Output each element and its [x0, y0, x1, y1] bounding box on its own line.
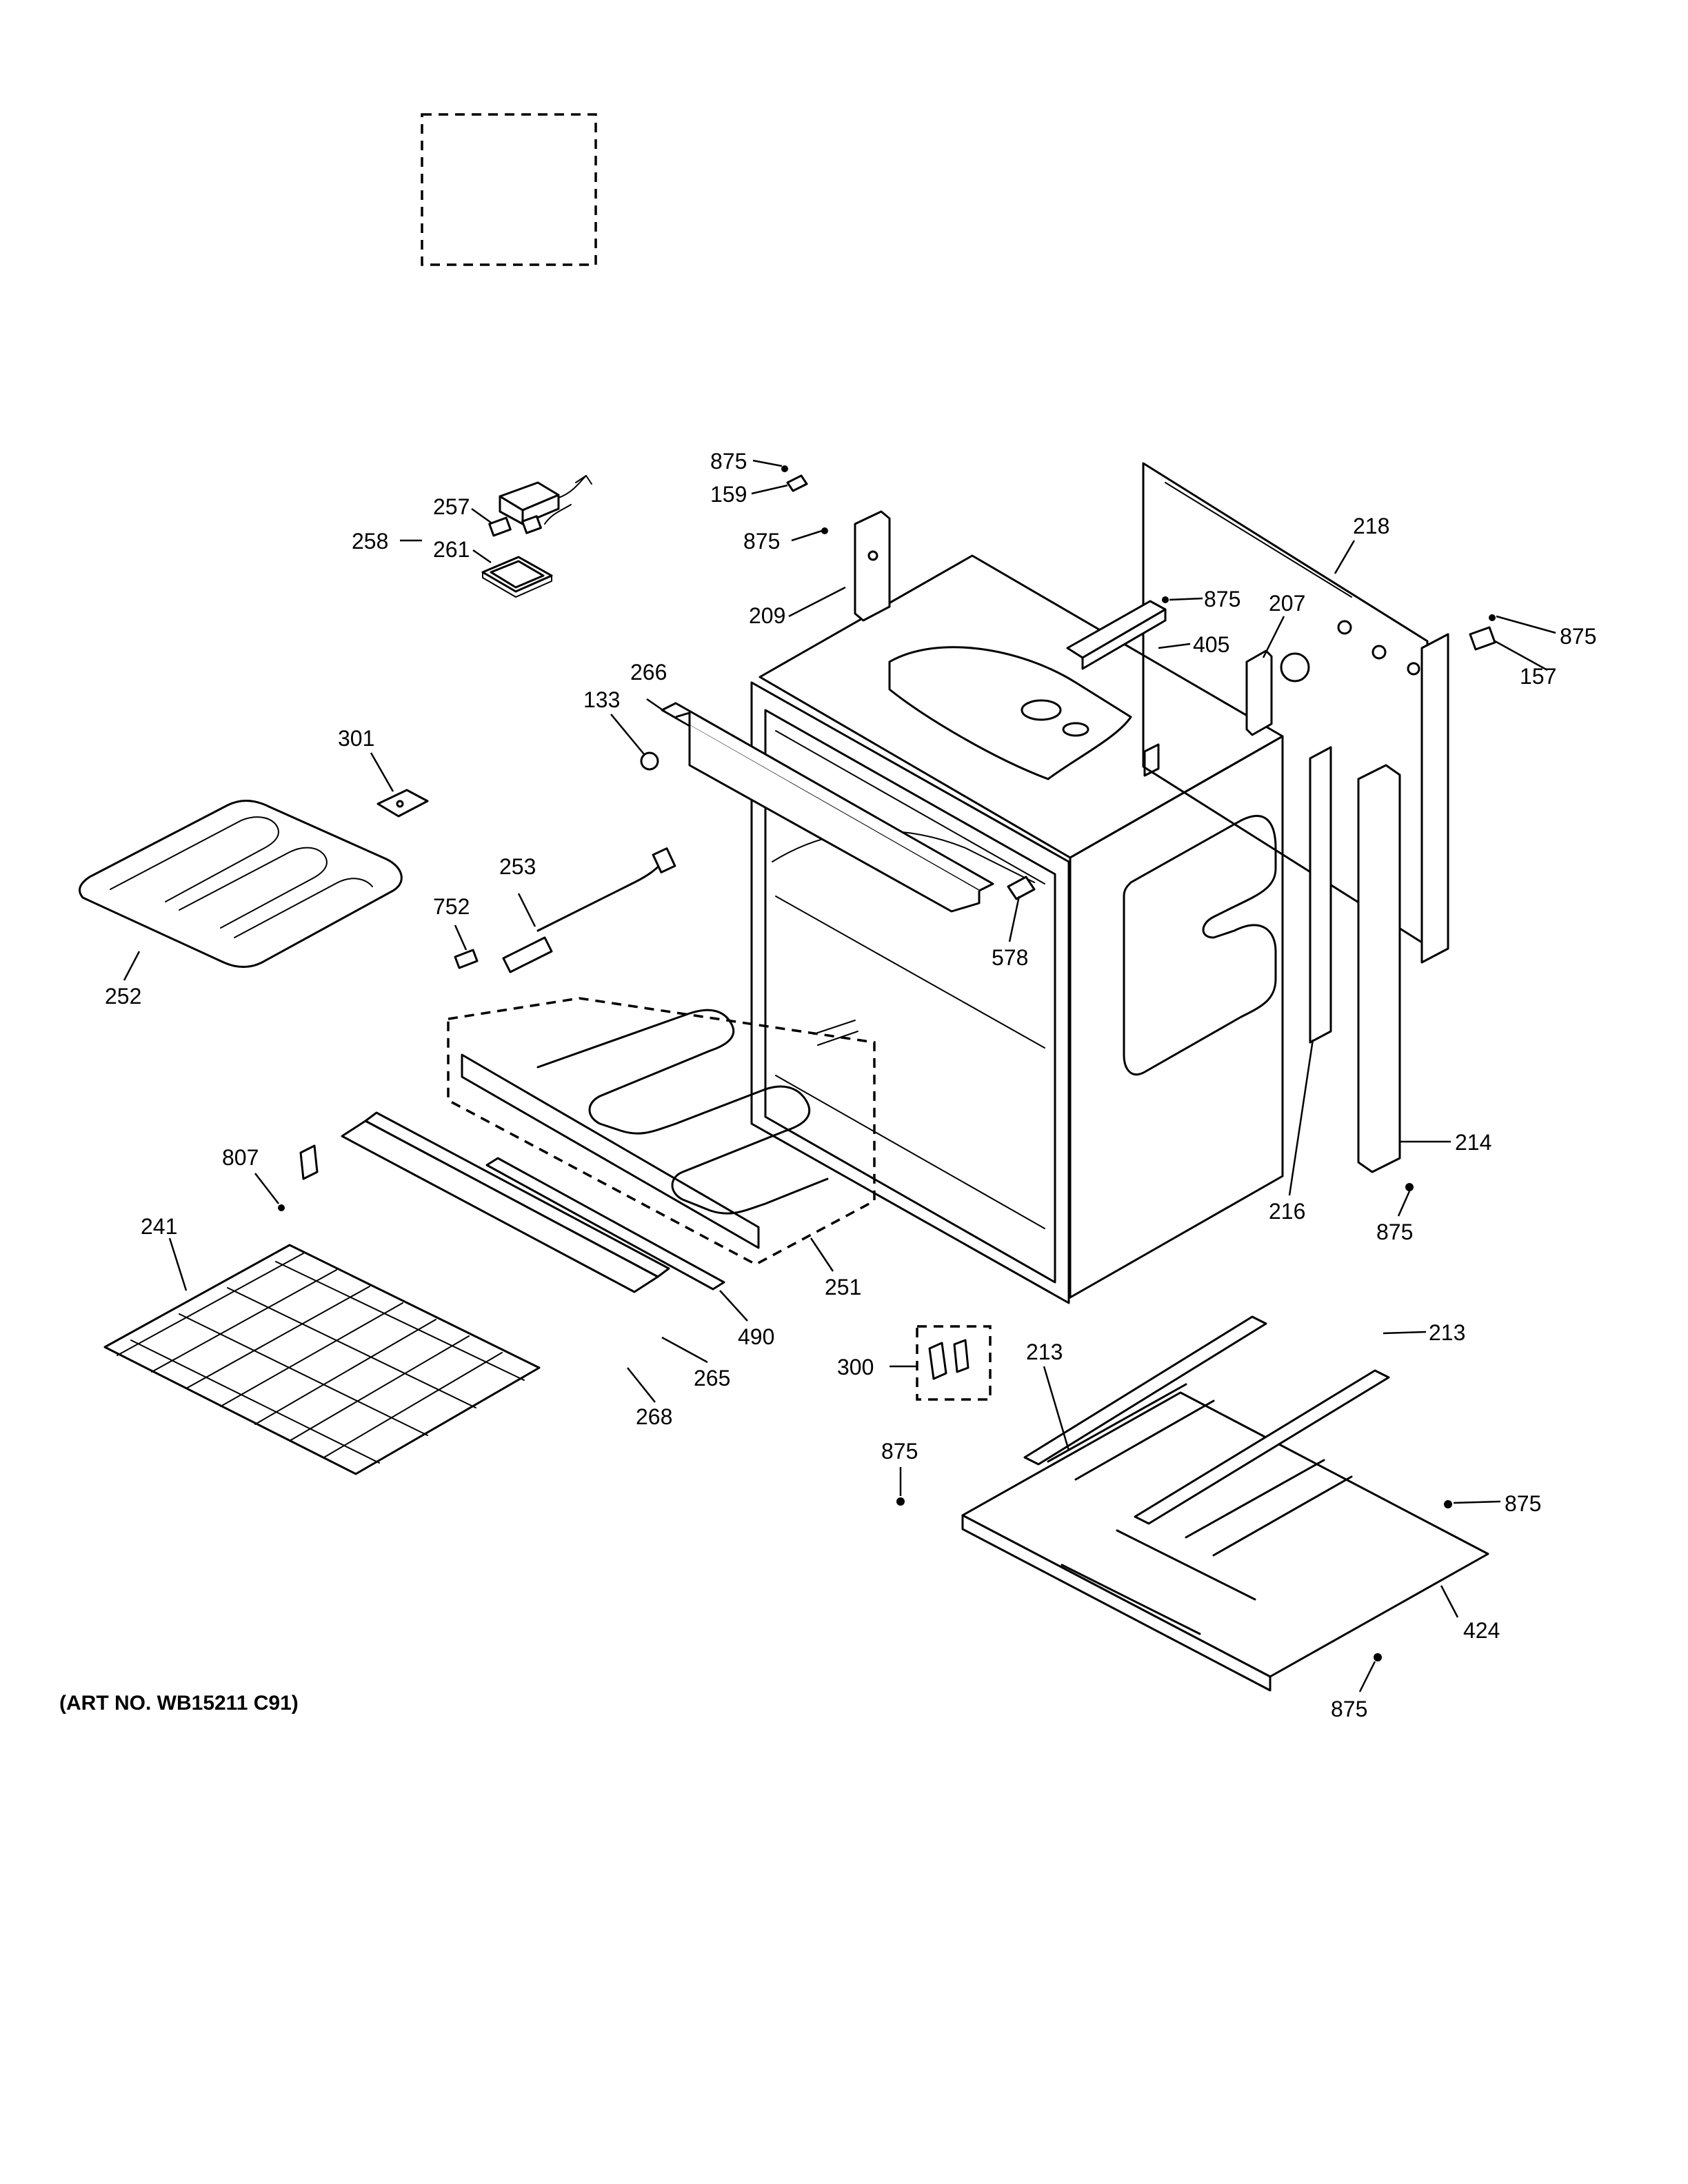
callout-257: 257	[433, 494, 470, 519]
part-213-rail-a	[1023, 1315, 1267, 1466]
part-209-bracket	[854, 510, 891, 622]
callout-159: 159	[710, 482, 747, 507]
part-216-rail	[1309, 746, 1332, 1044]
callout-875-157: 875	[1560, 624, 1596, 649]
callout-490: 490	[738, 1324, 774, 1349]
kit-300-dashed-box	[916, 1325, 992, 1401]
part-218-strip	[1420, 633, 1449, 964]
kit-251-dashed-box	[447, 997, 876, 1266]
part-300-bracket	[928, 1342, 947, 1380]
part-752-screw	[454, 949, 479, 969]
part-266-trim	[661, 702, 994, 892]
cavity-side	[1069, 735, 1284, 1299]
art-number: (ART NO. WB15211 C91)	[59, 1692, 299, 1715]
part-253-probe	[536, 862, 663, 932]
leader-lines	[123, 459, 1556, 1692]
callout-216: 216	[1269, 1199, 1305, 1224]
callout-424: 424	[1463, 1618, 1500, 1643]
callout-209: 209	[749, 603, 785, 628]
callout-578: 578	[992, 945, 1028, 970]
probe-group	[454, 847, 676, 973]
callout-133: 133	[583, 687, 620, 712]
callout-266: 266	[630, 660, 667, 685]
part-157-thermostat	[1469, 626, 1496, 651]
part-159-clip	[786, 474, 808, 492]
callout-301: 301	[338, 726, 374, 751]
callout-300: 300	[837, 1355, 874, 1379]
part-251-bake-element	[536, 1009, 829, 1215]
callout-875-bottom: 875	[1331, 1697, 1367, 1721]
cavity-front-frame	[750, 681, 1070, 1304]
bake-element-kit-251	[447, 997, 876, 1266]
callout-265: 265	[694, 1366, 730, 1391]
callout-251: 251	[825, 1275, 861, 1300]
callout-157: 157	[1520, 664, 1556, 689]
callout-268: 268	[636, 1404, 672, 1429]
callout-807: 807	[222, 1145, 259, 1170]
part-261-plate	[481, 556, 553, 598]
callout-218: 218	[1353, 514, 1389, 538]
callout-213-b: 213	[1429, 1320, 1465, 1345]
callout-253: 253	[499, 854, 536, 879]
part-257-module	[488, 475, 592, 537]
callout-875-214: 875	[1376, 1220, 1413, 1244]
part-133-plug	[640, 751, 659, 771]
callout-labels: 875 159 875 209 257 258 261 218 875 405 …	[105, 449, 1596, 1721]
callout-252: 252	[105, 984, 141, 1009]
broil-element-group	[79, 789, 429, 969]
kit-258-dashed-box	[421, 113, 597, 266]
callout-213-a: 213	[1026, 1339, 1063, 1364]
side-rails-group	[1309, 633, 1449, 1191]
kit-258-group	[421, 113, 597, 598]
part-213-rail-b	[1134, 1369, 1390, 1525]
callout-752: 752	[433, 894, 470, 919]
oven-rack-group	[103, 1244, 541, 1475]
part-578-sensor	[1007, 876, 1036, 900]
oven-cavity-assembly	[640, 462, 1496, 1304]
callout-405: 405	[1193, 632, 1229, 657]
part-807-clip	[299, 1144, 319, 1180]
part-241-oven-rack	[103, 1244, 541, 1475]
callout-241: 241	[141, 1214, 177, 1239]
callout-214: 214	[1455, 1130, 1491, 1155]
part-252-broil-element	[79, 799, 403, 969]
callout-875-right: 875	[1505, 1491, 1541, 1516]
callout-207: 207	[1269, 591, 1305, 616]
callout-875-left: 875	[881, 1439, 918, 1464]
rack-slides-group	[278, 1111, 725, 1293]
part-214-rail	[1357, 764, 1401, 1173]
callout-261: 261	[433, 537, 470, 562]
callout-875-top: 875	[710, 449, 747, 474]
callout-875-209: 875	[743, 529, 780, 554]
callout-875-405: 875	[1204, 587, 1240, 611]
floor-assembly-group	[896, 1315, 1489, 1692]
part-490-slide	[485, 1157, 725, 1291]
callout-258: 258	[352, 529, 388, 554]
part-424-floor	[961, 1391, 1489, 1678]
part-207-bracket	[1245, 649, 1273, 736]
